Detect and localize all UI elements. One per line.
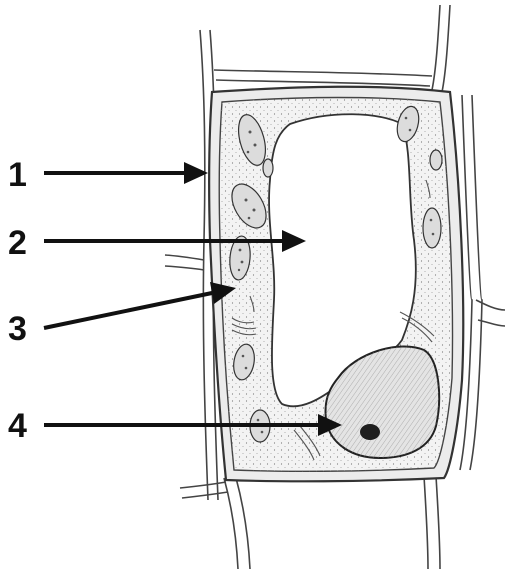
nucleolus (360, 424, 380, 440)
chloroplast (263, 159, 273, 177)
label-1: 1 (8, 156, 27, 194)
label-3: 3 (8, 310, 27, 348)
label-2: 2 (8, 224, 27, 262)
chloroplast (430, 150, 442, 170)
arrow-1 (44, 162, 208, 184)
arrow-3 (44, 282, 236, 328)
label-4: 4 (8, 407, 27, 445)
chloroplast (423, 208, 441, 248)
